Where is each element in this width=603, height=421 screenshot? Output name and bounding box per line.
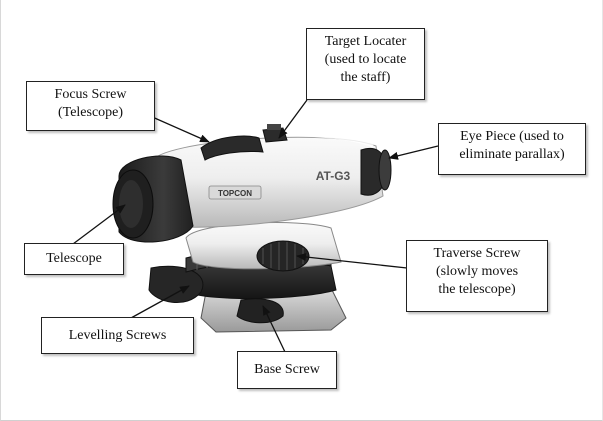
label-eye-piece-line-1: Eye Piece (used to [460, 129, 564, 144]
label-telescope-line-1: Telescope [46, 251, 102, 266]
label-base-screw: Base Screw [237, 351, 337, 389]
arrow-eye-piece [388, 145, 439, 160]
label-traverse-screw-line-1: Traverse Screw [433, 246, 521, 261]
label-traverse-screw-line-3: the telescope) [438, 282, 516, 297]
brand-plate: TOPCON [208, 185, 262, 200]
label-eye-piece-line-2: eliminate parallax) [459, 147, 565, 162]
arrow-base-screw [262, 305, 286, 353]
eye-piece [360, 147, 392, 196]
arrow-levelling-screws [130, 285, 190, 319]
label-base-screw-line-1: Base Screw [254, 362, 320, 377]
label-traverse-screw: Traverse Screw (slowly moves the telesco… [406, 240, 548, 312]
brand-text: TOPCON [218, 189, 252, 198]
label-eye-piece: Eye Piece (used to eliminate parallax) [438, 123, 586, 175]
label-telescope: Telescope [24, 243, 124, 275]
model-plate: AT-G3 [316, 169, 351, 183]
label-levelling-screws: Levelling Screws [41, 317, 194, 354]
label-target-locater: Target Locater (used to locate the staff… [306, 28, 425, 100]
focus-screw-knob [200, 135, 264, 161]
label-traverse-screw-line-2: (slowly moves [435, 264, 519, 279]
label-focus-screw-line-1: Focus Screw [54, 87, 127, 102]
traverse-screw-knob [256, 240, 310, 272]
arrow-telescope [72, 204, 126, 245]
label-target-locater-line-1: Target Locater [324, 34, 407, 49]
label-focus-screw-line-2: (Telescope) [57, 105, 124, 120]
label-target-locater-line-2: (used to locate [324, 52, 407, 67]
arrow-target-locater [278, 99, 308, 139]
arrow-traverse-screw [296, 252, 408, 269]
label-focus-screw: Focus Screw (Telescope) [26, 81, 155, 131]
model-text: AT-G3 [316, 169, 351, 183]
telescope-objective [112, 155, 194, 243]
label-levelling-screws-line-1: Levelling Screws [68, 328, 167, 343]
label-target-locater-line-3: the staff) [340, 70, 391, 85]
